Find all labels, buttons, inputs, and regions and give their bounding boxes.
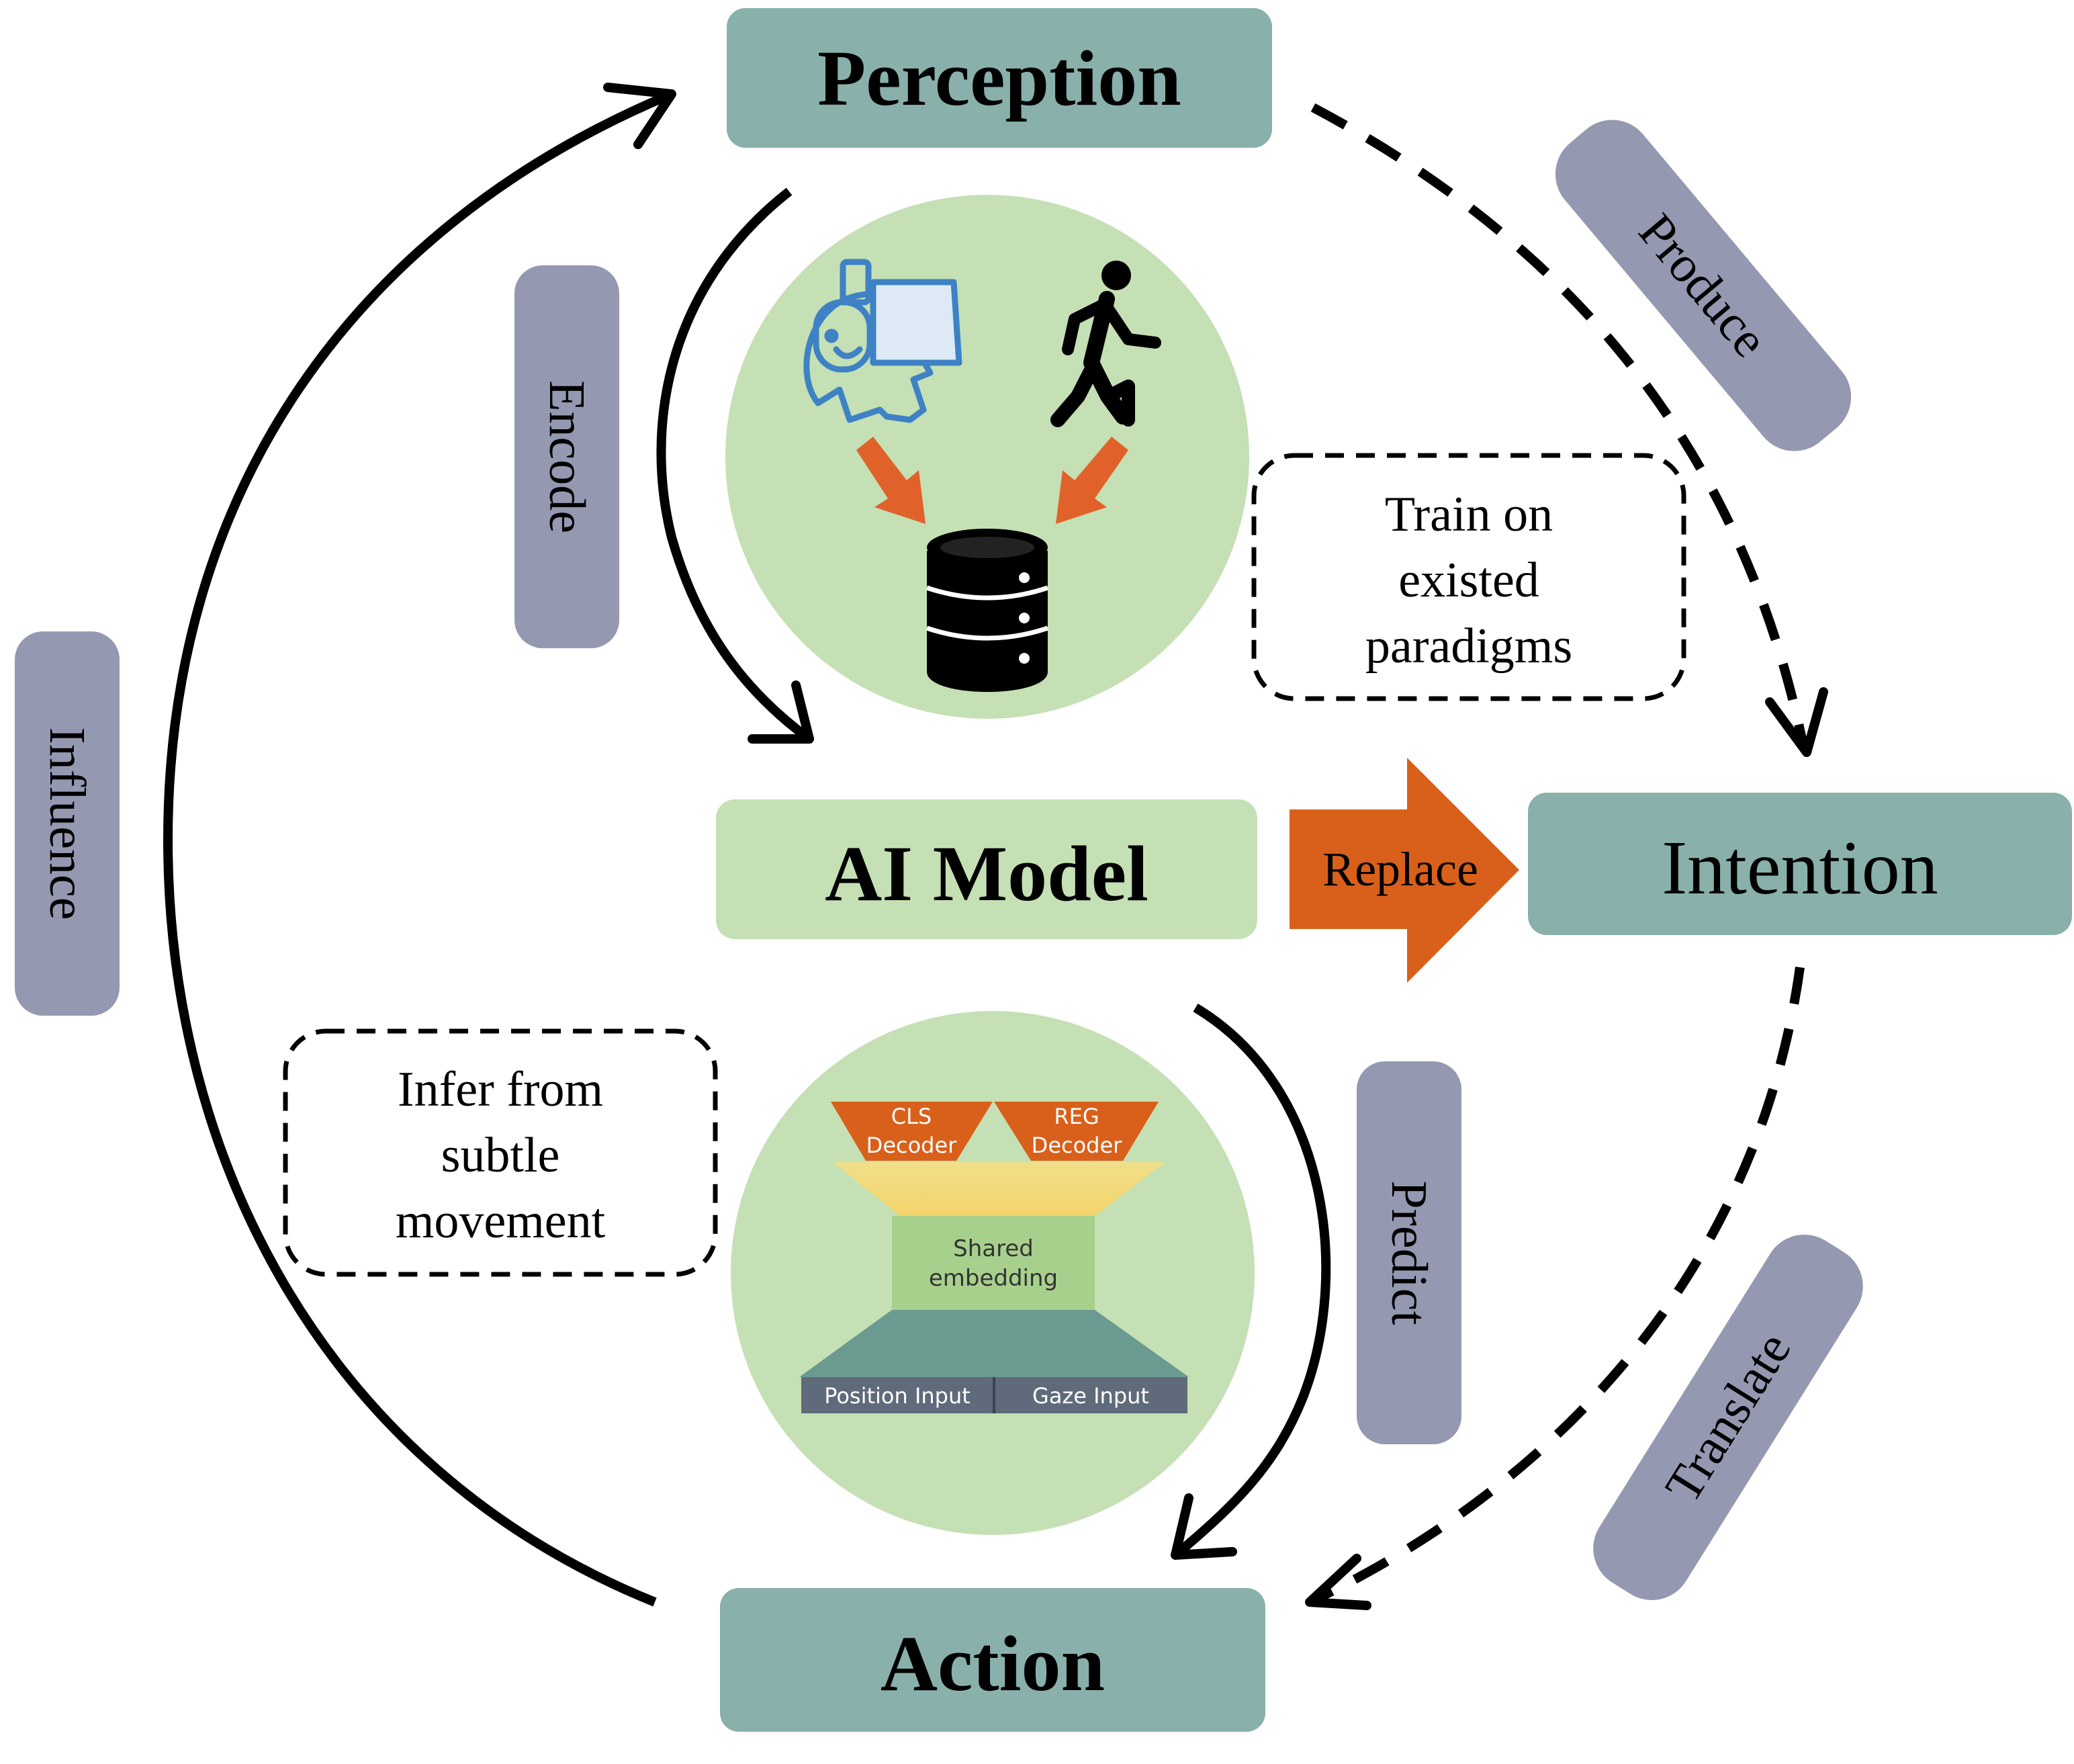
ai-model-node: AI Model [716, 799, 1257, 939]
train-note-line3: paradigms [1365, 619, 1572, 674]
orange-converge-arrows [856, 437, 1128, 524]
train-note-line2: existed [1398, 553, 1539, 608]
action-label: Action [881, 1620, 1105, 1708]
predict-arrow [1171, 1004, 1331, 1560]
svg-text:REG: REG [1054, 1104, 1099, 1129]
vr-headset-user-icon [803, 259, 962, 423]
cls-decoder: CLS Decoder [831, 1102, 993, 1161]
translate-tag: Translate [1593, 1234, 1863, 1601]
decoder-funnel [833, 1162, 1165, 1216]
replace-arrow: Replace [1290, 758, 1519, 983]
reg-decoder-line2: Decoder [1032, 1133, 1123, 1158]
svg-text:Shared: Shared [953, 1235, 1034, 1262]
shared-embedding-line1: Shared [953, 1235, 1034, 1262]
infer-note-line2: subtle [441, 1128, 560, 1183]
influence-arrow [163, 83, 676, 1607]
cls-decoder-line1: CLS [891, 1104, 932, 1129]
svg-text:CLS: CLS [891, 1104, 932, 1129]
position-input-label: Position Input [824, 1383, 971, 1409]
reg-decoder-line1: REG [1054, 1104, 1099, 1129]
predict-label: Predict [1381, 1180, 1437, 1325]
svg-text:Decoder: Decoder [866, 1133, 958, 1158]
ai-model-label: AI Model [825, 830, 1148, 918]
train-note-line1: Train on [1385, 487, 1553, 542]
data-collection-circle [725, 195, 1249, 719]
encoder-trapezoid [799, 1310, 1189, 1377]
encode-arrow [656, 187, 814, 744]
replace-label: Replace [1322, 842, 1478, 896]
shared-embedding: Shared embedding [892, 1216, 1095, 1310]
action-node: Action [720, 1588, 1265, 1732]
cls-decoder-line2: Decoder [866, 1133, 958, 1158]
perception-node: Perception [727, 8, 1272, 148]
perception-label: Perception [817, 34, 1181, 122]
infer-note-line1: Infer from [398, 1062, 603, 1117]
walking-person-icon [1050, 261, 1161, 427]
shared-embedding-line2: embedding [929, 1265, 1058, 1292]
infer-note-line3: movement [396, 1194, 606, 1249]
svg-text:Decoder: Decoder [1032, 1133, 1123, 1158]
database-icon [926, 529, 1049, 692]
gaze-input-label: Gaze Input [1032, 1383, 1149, 1409]
model-architecture-circle: CLS Decoder REG Decoder Shared embedding [731, 1011, 1255, 1535]
train-note: Train on existed paradigms [1251, 453, 1686, 701]
influence-tag: Influence [15, 631, 120, 1016]
input-bars: Position Input Gaze Input [801, 1377, 1187, 1413]
encode-tag: Encode [514, 265, 619, 648]
encode-label: Encode [539, 380, 595, 533]
infer-note: Infer from subtle movement [283, 1028, 718, 1277]
svg-text:embedding: embedding [929, 1265, 1058, 1292]
translate-arrow [1305, 967, 1805, 1610]
reg-decoder: REG Decoder [994, 1102, 1159, 1161]
produce-arrow [1310, 103, 1828, 757]
predict-tag: Predict [1357, 1061, 1461, 1444]
produce-tag: Produce [1555, 120, 1852, 451]
intention-label: Intention [1662, 825, 1938, 910]
influence-label: Influence [39, 727, 95, 920]
intention-node: Intention [1528, 793, 2072, 935]
